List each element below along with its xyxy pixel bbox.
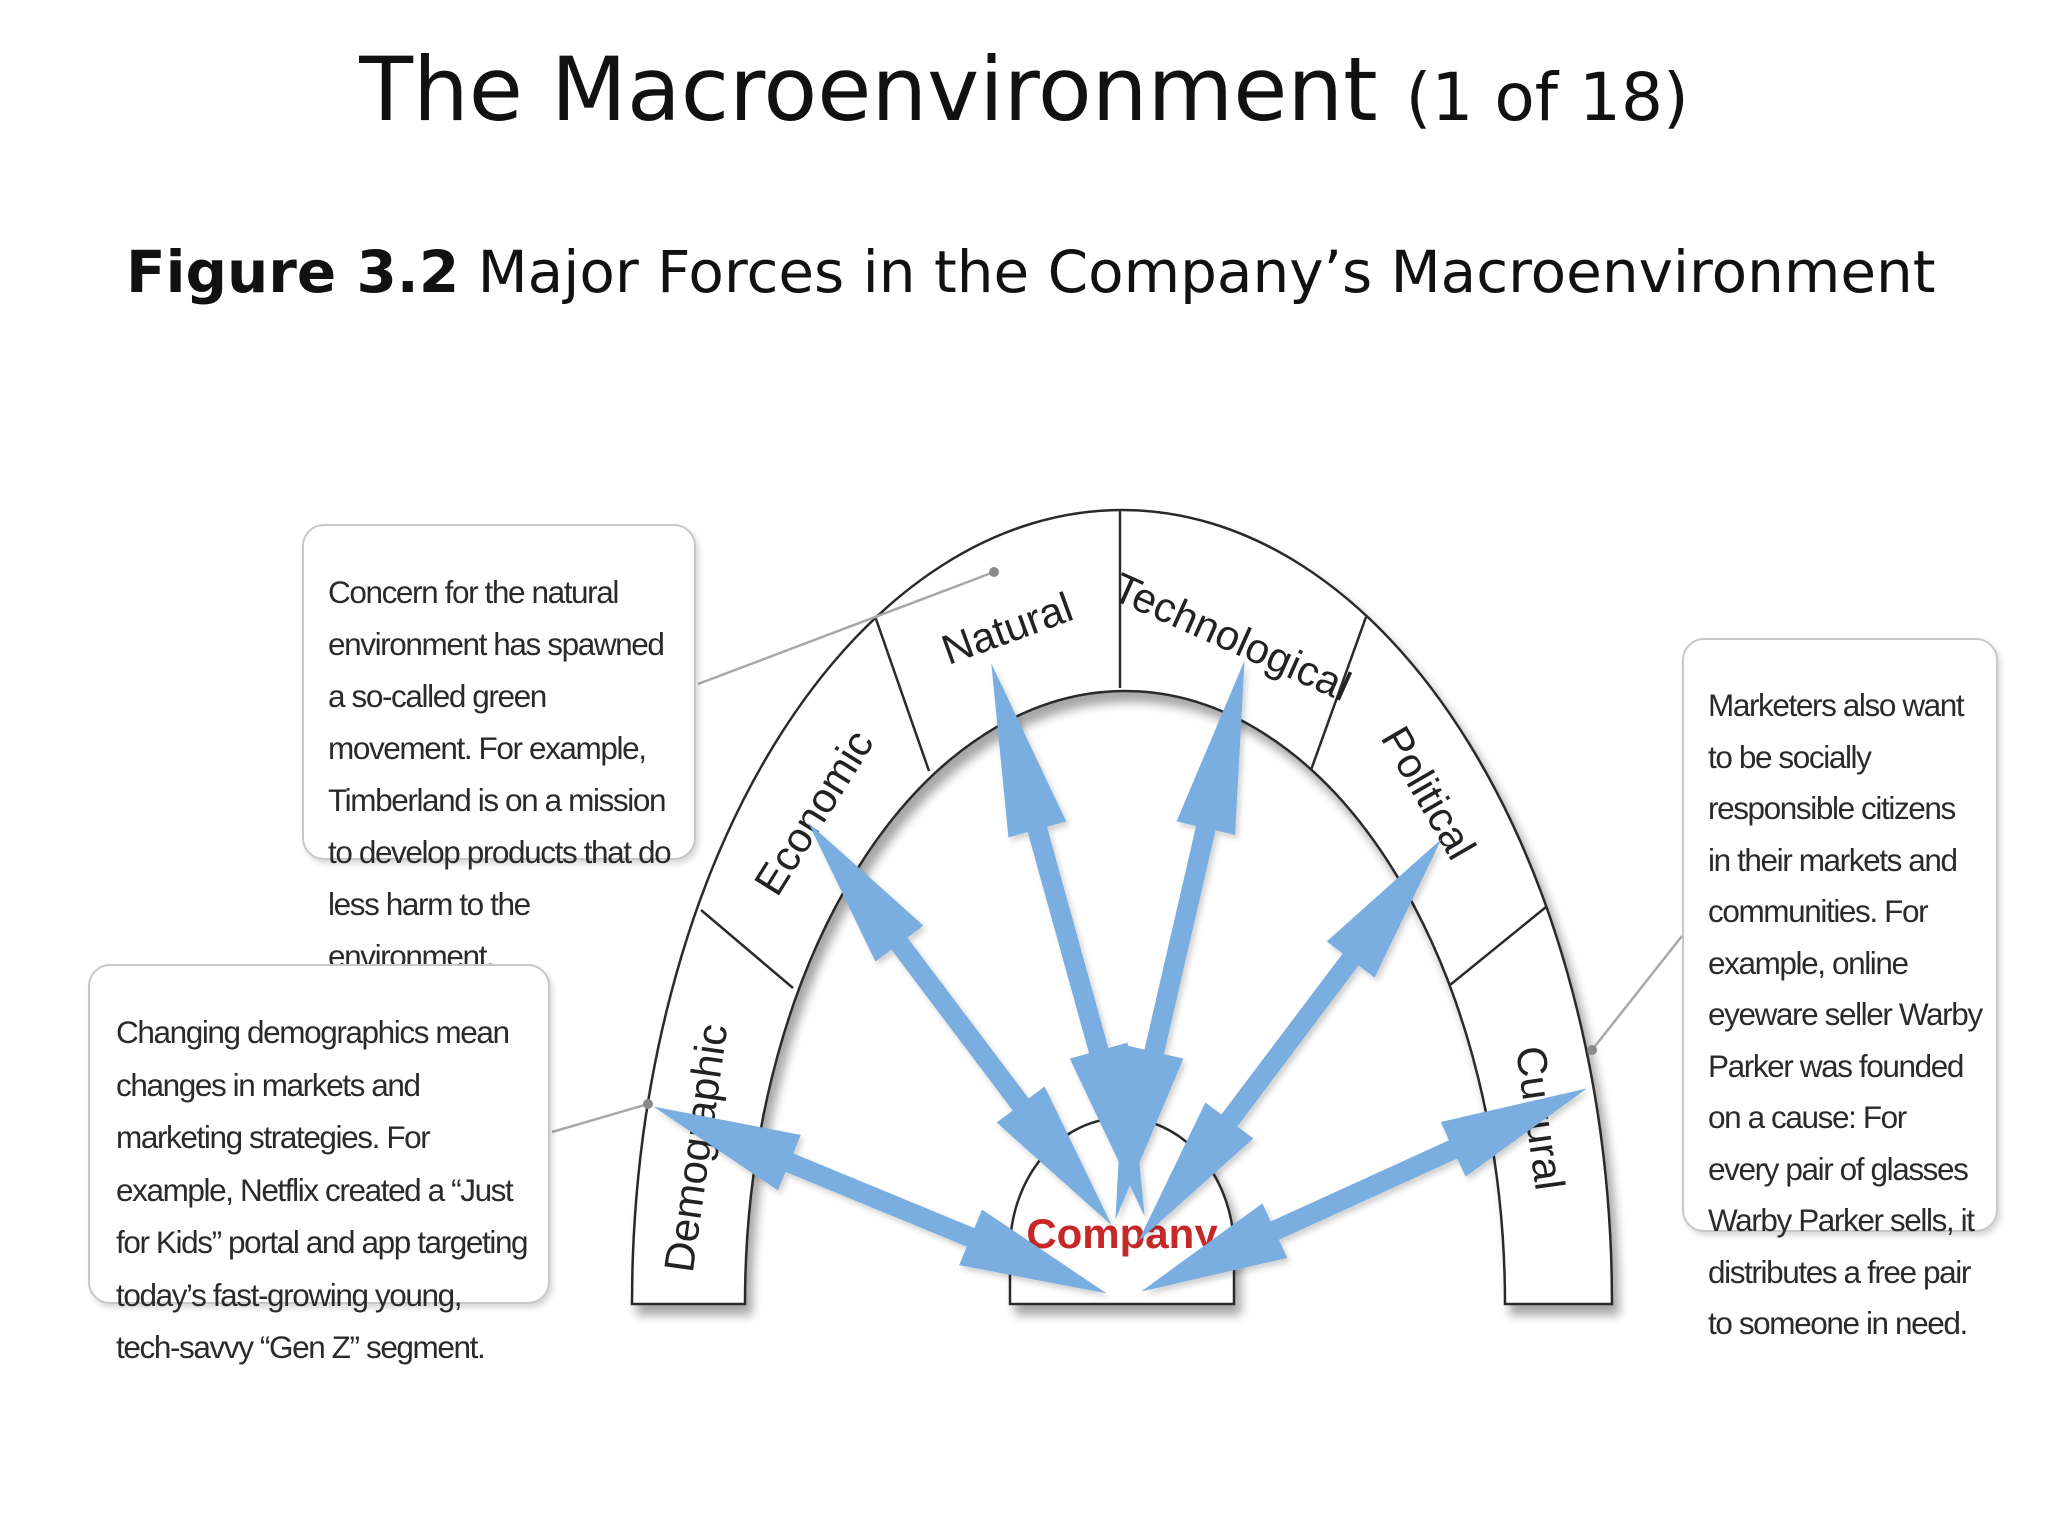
divider-political-cultural <box>1449 906 1547 986</box>
connector-demographic <box>551 1102 649 1134</box>
figure-caption: Figure 3.2 Major Forces in the Company’s… <box>126 238 1936 306</box>
force-arrows <box>653 660 1587 1294</box>
callout-natural-text: Concern for the natural environment has … <box>328 574 672 974</box>
callout-demographic-text: Changing demographics mean changes in ma… <box>116 1014 529 1365</box>
callout-natural: Concern for the natural environment has … <box>302 524 696 974</box>
arrow-demographic <box>653 1106 1107 1294</box>
company-label: Company <box>1026 1210 1218 1257</box>
connector-natural <box>697 570 995 686</box>
slide-title-main: The Macroenvironment <box>359 38 1378 141</box>
callout-connectors <box>551 567 1683 1134</box>
arrow-natural <box>991 663 1145 1217</box>
connector-natural-dot <box>989 567 999 577</box>
forces-ring <box>630 508 1614 1306</box>
figure-title: Major Forces in the Company’s Macroenvir… <box>477 238 1936 306</box>
callout-cultural: Marketers also want to be socially respo… <box>1682 638 1998 1341</box>
divider-technological-political <box>1309 616 1368 771</box>
divider-demographic-economic <box>700 909 794 989</box>
callout-cultural-text: Marketers also want to be socially respo… <box>1708 687 1983 1341</box>
arrow-technological <box>1115 660 1245 1220</box>
arrow-cultural <box>1141 1088 1587 1292</box>
divider-economic-natural <box>874 618 931 772</box>
arrow-economic <box>808 822 1112 1226</box>
slide-title: The Macroenvironment (1 of 18) <box>0 38 2048 141</box>
figure-number: Figure 3.2 <box>126 238 460 306</box>
callout-demographic: Changing demographics mean changes in ma… <box>88 964 550 1365</box>
connector-cultural-dot <box>1587 1045 1597 1055</box>
connector-cultural <box>1591 935 1683 1051</box>
connector-demographic-dot <box>643 1099 653 1109</box>
segment-dividers <box>700 510 1547 989</box>
arrow-political <box>1138 838 1442 1242</box>
slide-counter: (1 of 18) <box>1405 59 1689 136</box>
